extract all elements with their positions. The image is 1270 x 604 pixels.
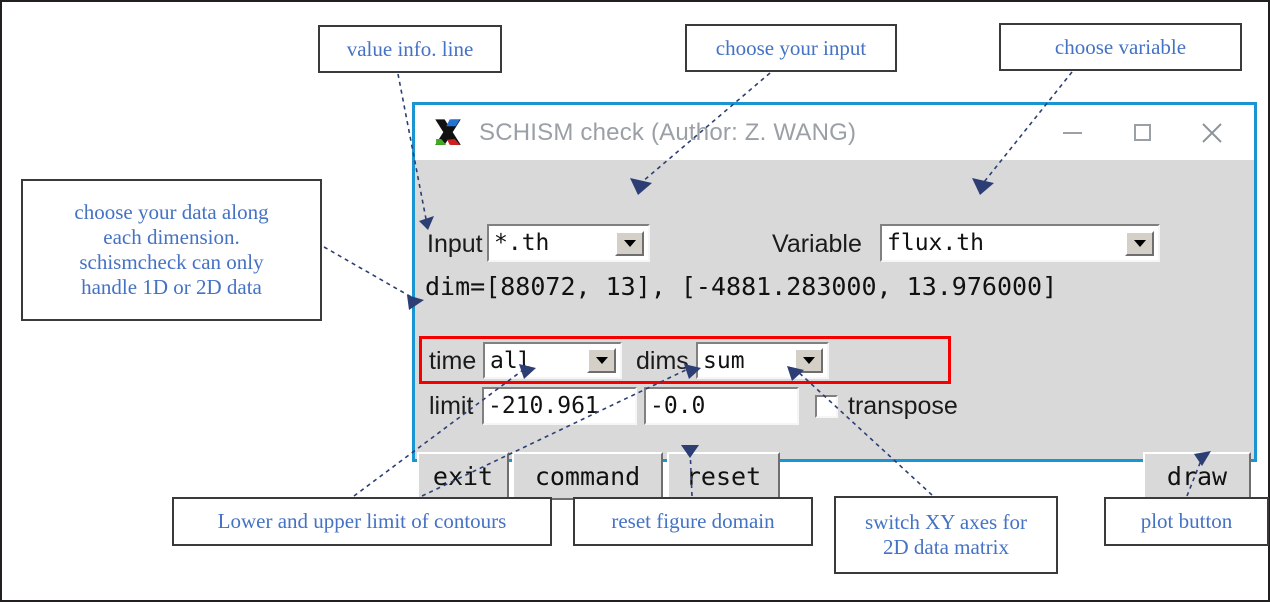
annotation-limit-of-contours: Lower and upper limit of contours — [172, 497, 552, 546]
input-combobox[interactable]: *.th — [487, 224, 650, 262]
chevron-down-icon — [623, 239, 636, 247]
transpose-checkbox[interactable] — [815, 395, 838, 418]
input-dropdown-arrow[interactable] — [615, 230, 644, 256]
limit-lower-input[interactable]: -210.961 — [482, 387, 637, 425]
xming-x-icon — [435, 118, 461, 145]
window-titlebar: SCHISM check (Author: Z. WANG) — [415, 105, 1254, 160]
dims-dropdown-arrow[interactable] — [794, 348, 823, 373]
time-combobox-value: all — [490, 347, 532, 374]
command-button[interactable]: command — [512, 452, 663, 500]
dims-label: dims — [636, 347, 689, 375]
minimize-button[interactable] — [1046, 105, 1098, 160]
annotation-choose-your-input: choose your input — [685, 24, 897, 72]
limit-lower-value: -210.961 — [488, 393, 599, 419]
schism-check-window: SCHISM check (Author: Z. WANG) Input *.t… — [412, 102, 1257, 500]
time-combobox[interactable]: all — [483, 342, 622, 379]
close-icon — [1202, 122, 1222, 143]
exit-button[interactable]: exit — [417, 452, 509, 500]
close-button[interactable] — [1186, 105, 1238, 160]
variable-label: Variable — [772, 230, 862, 258]
transpose-label: transpose — [848, 392, 958, 420]
draw-button[interactable]: draw — [1143, 452, 1251, 500]
input-combobox-value: *.th — [494, 230, 550, 256]
limit-upper-input[interactable]: -0.0 — [644, 387, 799, 425]
annotation-switch-xy-axes: switch XY axes for 2D data matrix — [834, 496, 1058, 574]
input-label: Input — [427, 230, 483, 258]
annotation-choose-your-data: choose your data along each dimension. s… — [21, 179, 322, 321]
window-client-area: Input *.th Variable flux.th dim=[88072, … — [415, 160, 1254, 500]
variable-combobox-value: flux.th — [887, 230, 984, 256]
reset-button[interactable]: reset — [667, 452, 780, 500]
time-label: time — [429, 347, 477, 375]
annotation-plot-button: plot button — [1104, 497, 1269, 546]
variable-dropdown-arrow[interactable] — [1125, 230, 1154, 256]
dims-combobox-value: sum — [703, 347, 745, 374]
value-info-line: dim=[88072, 13], [-4881.283000, 13.97600… — [425, 272, 1058, 301]
maximize-button[interactable] — [1116, 105, 1168, 160]
chevron-down-icon — [1133, 239, 1146, 247]
annotation-value-info-line: value info. line — [318, 25, 502, 73]
maximize-icon — [1133, 124, 1151, 141]
annotation-choose-variable: choose variable — [999, 23, 1242, 71]
minimize-icon — [1062, 131, 1082, 134]
time-dropdown-arrow[interactable] — [587, 348, 616, 373]
chevron-down-icon — [595, 357, 608, 364]
limit-upper-value: -0.0 — [650, 393, 706, 419]
window-title: SCHISM check (Author: Z. WANG) — [479, 118, 857, 146]
annotation-reset-figure-domain: reset figure domain — [573, 497, 813, 546]
variable-combobox[interactable]: flux.th — [880, 224, 1160, 262]
dims-combobox[interactable]: sum — [696, 342, 829, 379]
chevron-down-icon — [802, 357, 815, 364]
limit-label: limit — [429, 392, 474, 420]
